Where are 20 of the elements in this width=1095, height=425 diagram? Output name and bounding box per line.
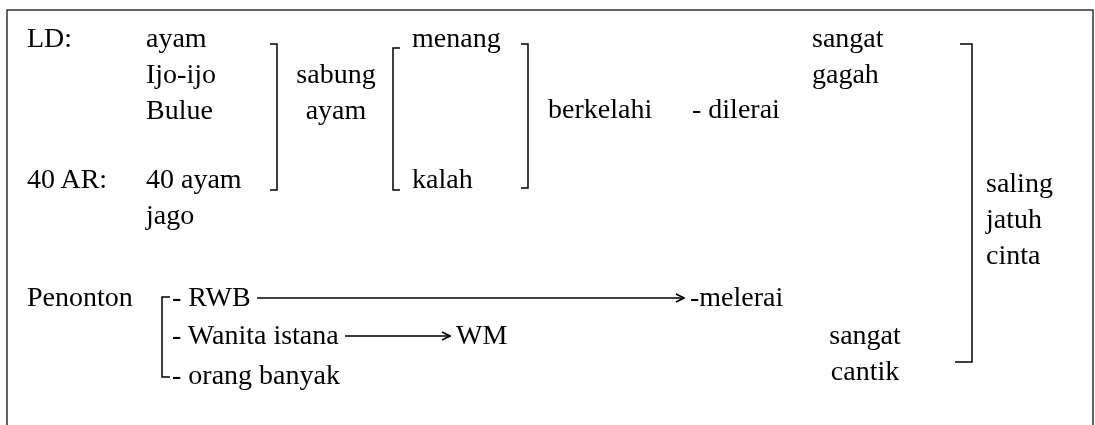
term-label: - dilerai — [692, 92, 780, 126]
term-label: - orang banyak — [172, 358, 340, 392]
term-label: - RWB — [172, 279, 251, 315]
term-label: 40 AR: — [27, 162, 108, 196]
term-label: LD: — [27, 21, 73, 55]
term-label: - Wanita istana — [172, 317, 339, 353]
arrow — [256, 293, 685, 303]
term-label: sangat cantik — [828, 318, 902, 388]
arrow — [344, 331, 451, 341]
term-label: sangat gagah — [812, 21, 885, 91]
term-label: menang — [412, 21, 501, 55]
term-label: kalah — [412, 162, 473, 196]
term-label: saling jatuh cinta — [986, 166, 1054, 272]
term-label: Penonton — [27, 280, 133, 314]
term-label: ayam Ijo-ijo Bulue — [146, 21, 217, 127]
term-label: -melerai — [690, 279, 784, 315]
term-label: 40 ayam jago — [146, 162, 243, 232]
term-label: berkelahi — [548, 92, 653, 126]
term-label: WM — [456, 317, 508, 353]
term-label: sabung ayam — [295, 57, 377, 127]
